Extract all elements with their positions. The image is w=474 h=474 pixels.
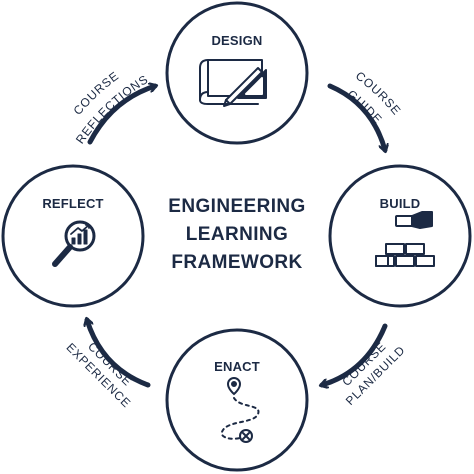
reflect-label: REFLECT bbox=[42, 196, 104, 211]
hand-placing-brick-icon bbox=[375, 211, 435, 267]
title-line-3: FRAMEWORK bbox=[171, 252, 303, 273]
arrow-reflect-to-design bbox=[87, 86, 155, 145]
title-line-2: LEARNING bbox=[185, 224, 289, 245]
reflect-circle bbox=[1, 164, 145, 308]
design-label: DESIGN bbox=[211, 33, 263, 48]
enact-circle bbox=[165, 328, 309, 472]
magnifier-growth-chart-icon bbox=[52, 220, 96, 267]
title-line-1: ENGINEERING bbox=[168, 196, 306, 217]
blueprint-set-square-pencil-icon bbox=[199, 59, 267, 107]
route-map-pin-icon bbox=[220, 377, 260, 443]
build-circle bbox=[328, 164, 472, 308]
arrow-enact-to-reflect bbox=[87, 320, 151, 388]
arrow-build-to-enact bbox=[322, 323, 388, 385]
arrow-design-to-build bbox=[327, 83, 385, 150]
design-circle bbox=[165, 1, 309, 145]
build-label: BUILD bbox=[379, 196, 421, 211]
diagram-title: ENGINEERING LEARNING FRAMEWORK bbox=[137, 193, 337, 277]
enact-label: ENACT bbox=[214, 359, 260, 374]
